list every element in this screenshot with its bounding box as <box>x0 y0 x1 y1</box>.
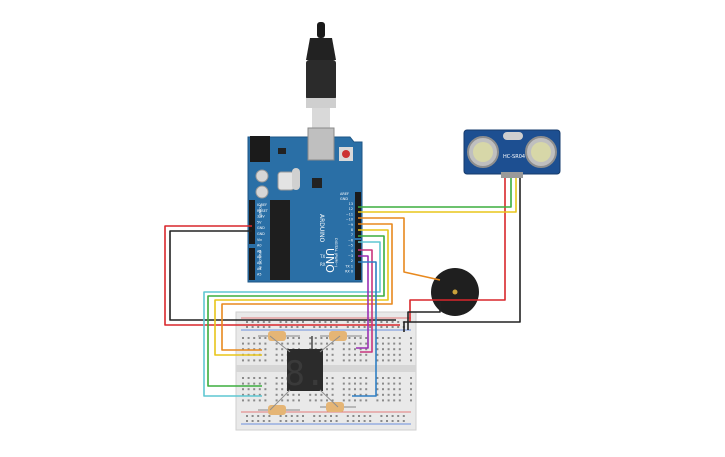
power-pin-label: A5 <box>257 273 261 277</box>
power-pin-label: A4 <box>257 267 261 271</box>
digital-pin-label: ~6 <box>348 238 353 242</box>
wire-orange-buzzer[interactable] <box>358 217 441 281</box>
wire-gray-leg-2 <box>319 335 341 353</box>
wire-yellow-seg-b[interactable] <box>214 229 389 356</box>
power-pin-label: GND <box>257 232 265 236</box>
breadboard[interactable] <box>235 311 417 431</box>
digital-pin-label: 12 <box>349 207 353 211</box>
digital-pin-label: ~9 <box>348 223 353 227</box>
wire-gray-leg-3 <box>269 389 291 411</box>
digital-label: DIGITAL (PWM~) <box>334 238 338 268</box>
wire-black-gnd[interactable] <box>169 230 396 321</box>
digital-pin-label: ~11 <box>346 212 353 216</box>
wire-gray-leg-1 <box>269 335 291 353</box>
digital-pin-label: 4 <box>351 249 353 253</box>
wire-yellow-echo[interactable] <box>358 178 517 213</box>
digital-pin-label: TX 1 <box>344 264 353 268</box>
power-pin-label: RESET <box>257 209 269 213</box>
piezo-buzzer[interactable] <box>431 268 479 316</box>
analog-label: ANALOG IN <box>258 250 262 270</box>
power-pin-label: 3.3V <box>257 215 265 219</box>
hc-sr04-label: HC-SR04 <box>503 154 525 160</box>
wire-green-trig[interactable] <box>358 178 512 208</box>
gnd-label: GND <box>340 197 348 201</box>
power-label: POWER <box>258 205 262 219</box>
arduino-brand-text: ARDUINO <box>318 214 325 243</box>
wires <box>164 178 521 411</box>
digital-pin-label: 8 <box>351 228 353 232</box>
digital-pin-label: ~5 <box>348 244 353 248</box>
resistor-top-right[interactable] <box>320 331 362 341</box>
seven-segment-display[interactable]: 8. <box>285 349 326 394</box>
seven-segment-digit: 8. <box>285 354 326 394</box>
arduino-uno-board[interactable]: ARDUINO UNO AREF GND DIGITAL (PWM~) POWE… <box>247 127 363 283</box>
digital-pin-label: 2 <box>351 259 353 263</box>
power-pin-label: IOREF <box>257 203 267 207</box>
wire-orange-seg-a[interactable] <box>221 223 393 351</box>
wire-purple-seg-f[interactable] <box>356 255 369 349</box>
power-pin-label: A2 <box>257 255 261 259</box>
digital-pin-label: 13 <box>349 202 353 206</box>
wire-red-5v[interactable] <box>164 225 400 326</box>
digital-pin-label: RX 0 <box>345 270 353 274</box>
power-pin-label: A3 <box>257 261 261 265</box>
power-pin-label: Vin <box>257 238 262 242</box>
digital-pin-label: ~10 <box>346 218 353 222</box>
power-pin-label: 5V <box>257 220 262 224</box>
aref-label: AREF <box>340 192 349 196</box>
wire-red-sensor-vcc[interactable] <box>409 178 506 322</box>
wire-cyan-seg-d[interactable] <box>203 241 381 397</box>
tx-label: TX <box>319 254 325 259</box>
power-pin-label: GND <box>257 226 265 230</box>
rx-label: RX <box>320 262 326 267</box>
wire-black-buzzer[interactable] <box>407 302 441 330</box>
wire-magenta-seg-e[interactable] <box>358 249 373 353</box>
power-pin-label: A1 <box>257 249 261 253</box>
wire-black-sensor-gnd[interactable] <box>403 178 521 332</box>
wire-blue-seg-g[interactable] <box>352 261 377 397</box>
digital-pin-label: ~3 <box>348 254 353 258</box>
hc-sr04-ultrasonic-sensor[interactable]: HC-SR04 <box>463 129 561 178</box>
wire-gray-leg-4 <box>319 389 339 408</box>
digital-pin-label: 7 <box>351 233 353 237</box>
wire-green-seg-c[interactable] <box>207 235 385 387</box>
power-pin-label: A0 <box>257 244 261 248</box>
arduino-model-text: UNO <box>323 248 336 273</box>
usb-cable[interactable] <box>306 22 336 128</box>
